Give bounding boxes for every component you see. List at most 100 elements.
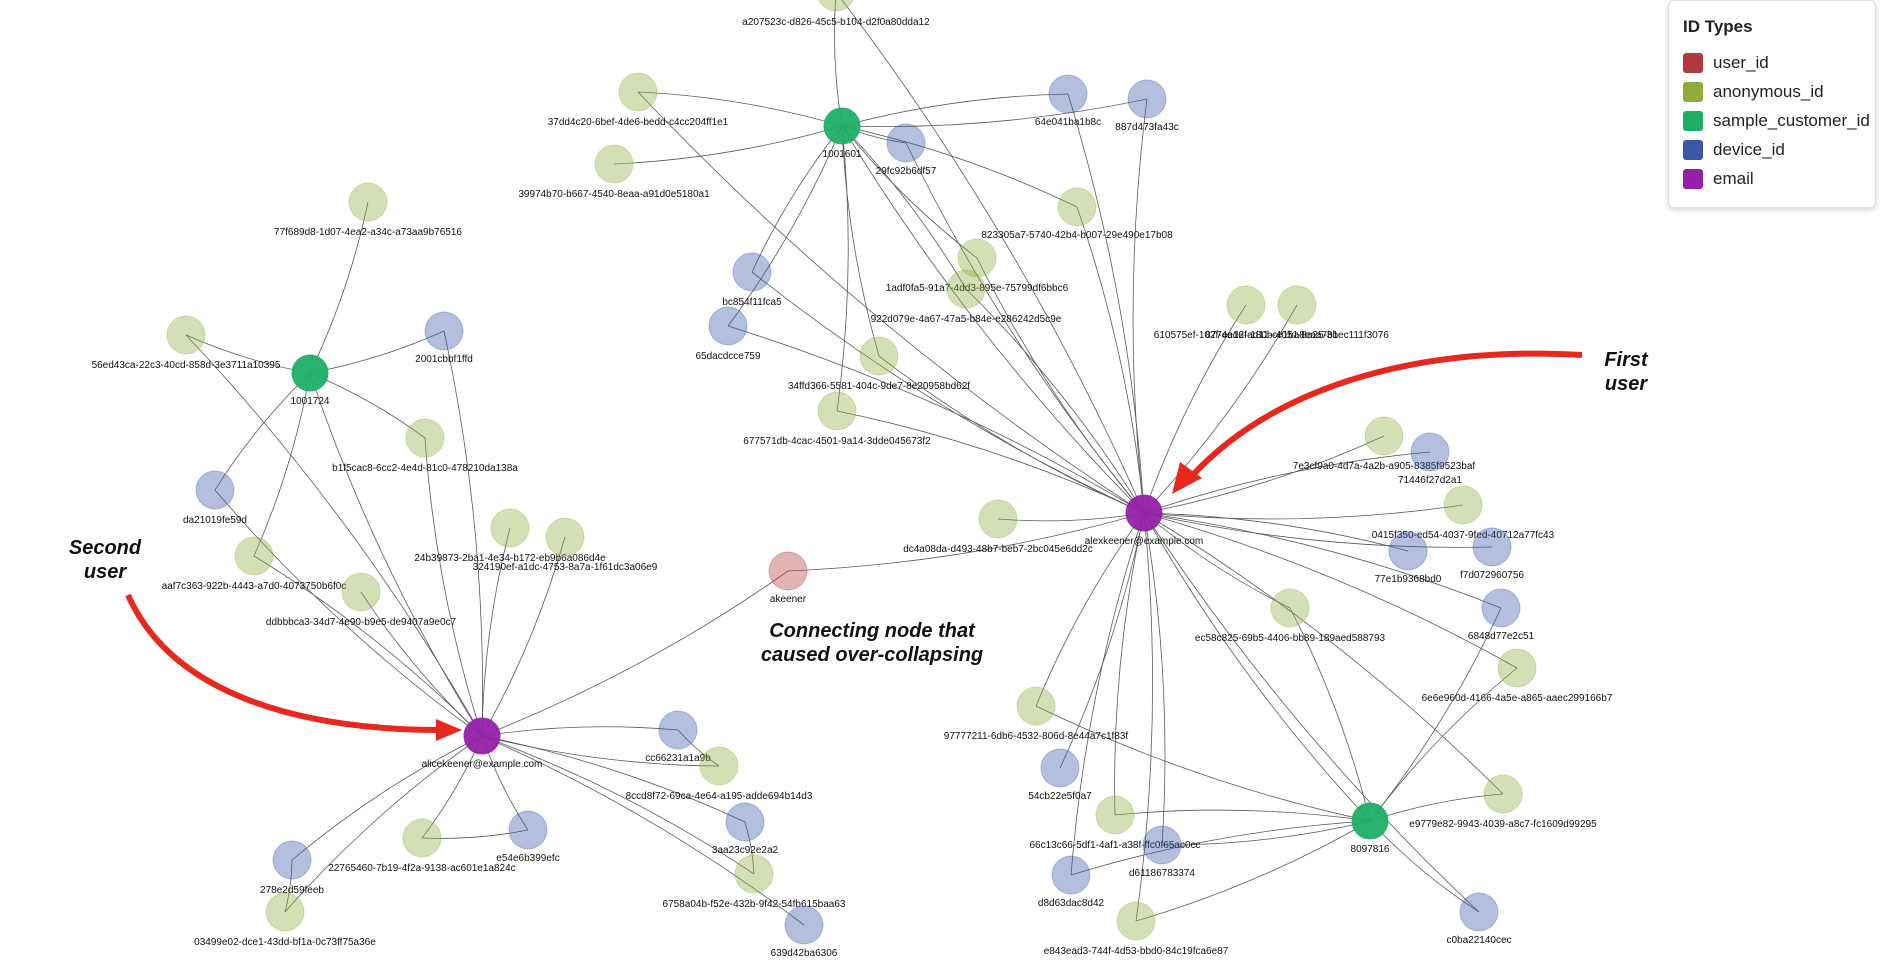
graph-node-anonymous-id[interactable]: 97777211-6db6-4532-806d-8e44a7c1f83f [944, 686, 1129, 742]
node-circle[interactable] [1459, 892, 1499, 932]
graph-node-anonymous-id[interactable]: 877ee12f-180b-4051-8a25-3bec111f3076 [1205, 285, 1389, 341]
graph-node-device-id[interactable]: d61186783374 [1129, 825, 1195, 879]
node-circle[interactable] [1095, 795, 1135, 835]
graph-node-sample-customer-id[interactable]: 1001601 [823, 107, 862, 160]
node-circle[interactable] [1483, 774, 1523, 814]
graph-node-sample-customer-id[interactable]: 1001724 [291, 354, 330, 407]
node-circle[interactable] [618, 72, 658, 112]
node-circle[interactable] [463, 717, 501, 755]
node-circle[interactable] [545, 517, 585, 557]
node-circle[interactable] [784, 905, 824, 945]
node-circle[interactable] [1277, 285, 1317, 325]
graph-node-sample-customer-id[interactable]: 8097816 [1351, 802, 1390, 855]
graph-node-device-id[interactable]: cc66231a1a9b [645, 710, 711, 764]
node-circle[interactable] [732, 252, 772, 292]
node-circle[interactable] [1388, 531, 1428, 571]
node-circle[interactable] [348, 182, 388, 222]
graph-node-device-id[interactable]: bc854f11fca5 [722, 252, 782, 308]
graph-node-device-id[interactable]: 6848d77e2c51 [1468, 588, 1535, 642]
node-circle[interactable] [490, 508, 530, 548]
node-circle[interactable] [402, 818, 442, 858]
node-circle[interactable] [195, 470, 235, 510]
graph-node-device-id[interactable]: 54cb22e5f0a7 [1028, 748, 1092, 802]
node-circle[interactable] [1364, 416, 1404, 456]
graph-node-anonymous-id[interactable]: 324190ef-a1dc-4753-8a7a-1f61dc3a06e9 [473, 517, 658, 573]
graph-node-anonymous-id[interactable]: ec58c825-69b5-4406-bb89-189aed588793 [1195, 588, 1386, 644]
graph-node-anonymous-id[interactable]: 77f689d8-1d07-4ea2-a34c-a73aa9b76516 [274, 182, 462, 238]
graph-node-anonymous-id[interactable]: aaf7c363-922b-4443-a7d0-4073750b6f0c [162, 536, 347, 592]
node-circle[interactable] [1051, 855, 1091, 895]
node-circle[interactable] [658, 710, 698, 750]
graph-node-anonymous-id[interactable]: 677571db-4cac-4501-9a14-3dde045673f2 [743, 391, 931, 447]
node-circle[interactable] [886, 123, 926, 163]
graph-node-email[interactable]: alicekeener@example.com [422, 717, 543, 770]
node-circle[interactable] [1127, 79, 1167, 119]
node-circle[interactable] [817, 391, 857, 431]
node-circle[interactable] [734, 854, 774, 894]
graph-node-device-id[interactable]: d8d63dac8d42 [1038, 855, 1105, 909]
node-circle[interactable] [1040, 748, 1080, 788]
graph-node-anonymous-id[interactable]: 39974b70-b667-4540-8eaa-a91d0e5180a1 [518, 144, 710, 200]
graph-node-anonymous-id[interactable]: ddbbbca3-34d7-4e90-b9e5-de9407a9e0c7 [266, 572, 457, 628]
graph-node-device-id[interactable]: e54e6b399efc [496, 810, 560, 864]
graph-node-device-id[interactable]: 65dacdcce759 [695, 306, 761, 362]
graph-node-device-id[interactable]: 639d42ba6306 [771, 905, 838, 959]
graph-node-anonymous-id[interactable]: 22765460-7b19-4f2a-9138-ac601e1a824c [328, 818, 516, 874]
node-circle[interactable] [1048, 74, 1088, 114]
node-circle[interactable] [1472, 527, 1512, 567]
node-circle[interactable] [1481, 588, 1521, 628]
node-circle[interactable] [946, 269, 986, 309]
graph-node-anonymous-id[interactable]: 56ed43ca-22c3-40cd-858d-3e3711a10395 [92, 315, 281, 371]
graph-node-anonymous-id[interactable]: a207523c-d826-45c5-b104-d2f0a80dda12 [742, 0, 930, 28]
graph-node-anonymous-id[interactable]: dc4a08da-d493-48b7-beb7-2bc045e6dd2c [903, 499, 1093, 555]
graph-node-device-id[interactable]: 278e2d59feeb [260, 840, 324, 896]
graph-node-anonymous-id[interactable]: e9779e82-9943-4039-a8c7-fc1609d99295 [1409, 774, 1597, 830]
node-circle[interactable] [817, 0, 855, 12]
graph-node-device-id[interactable]: 887d473fa43c [1115, 79, 1179, 133]
node-circle[interactable] [823, 107, 861, 145]
node-circle[interactable] [1443, 485, 1483, 525]
graph-node-device-id[interactable]: 2001cbbf1ffd [415, 311, 473, 365]
graph-node-device-id[interactable]: 29fc92b6df57 [876, 123, 937, 177]
graph-node-user-id[interactable]: akeener [768, 551, 808, 605]
graph-node-anonymous-id[interactable]: b1f5cac8-6cc2-4e4d-81c0-478210da138a [332, 418, 518, 474]
node-circle[interactable] [1057, 187, 1097, 227]
node-circle[interactable] [1226, 285, 1266, 325]
node-circle[interactable] [234, 536, 274, 576]
graph-node-device-id[interactable]: da21019fe59d [183, 470, 247, 526]
node-circle[interactable] [508, 810, 548, 850]
graph-node-anonymous-id[interactable]: e843ead3-744f-4d53-bbd0-84c19fca6e87 [1044, 901, 1229, 957]
node-circle[interactable] [725, 802, 765, 842]
node-circle[interactable] [699, 746, 739, 786]
graph-node-anonymous-id[interactable]: 6758a04b-f52e-432b-9f42-54fb615baa63 [663, 854, 846, 910]
node-circle[interactable] [859, 336, 899, 376]
node-circle[interactable] [272, 840, 312, 880]
node-circle[interactable] [265, 892, 305, 932]
node-circle[interactable] [341, 572, 381, 612]
node-circle[interactable] [768, 551, 808, 591]
graph-node-device-id[interactable]: 3aa23c92e2a2 [712, 802, 779, 856]
graph-node-anonymous-id[interactable]: 37dd4c20-6bef-4de6-bedd-c4cc204ff1e1 [548, 72, 729, 128]
graph-node-anonymous-id[interactable]: 03499e02-dce1-43dd-bf1a-0c73ff75a36e [194, 892, 376, 948]
graph-node-device-id[interactable]: f7d072960756 [1460, 527, 1524, 581]
node-circle[interactable] [1410, 432, 1450, 472]
node-circle[interactable] [978, 499, 1018, 539]
node-circle[interactable] [1351, 802, 1389, 840]
graph-node-anonymous-id[interactable]: 1adf0fa5-91a7-4dd3-895e-75799df6bbc6 [886, 238, 1069, 294]
graph-node-device-id[interactable]: c0ba22140cec [1446, 892, 1512, 946]
node-circle[interactable] [957, 238, 997, 278]
node-circle[interactable] [405, 418, 445, 458]
graph-node-anonymous-id[interactable]: 66c13c66-5df1-4af1-a38f-ffc0f65ac0cc [1029, 795, 1201, 851]
node-circle[interactable] [424, 311, 464, 351]
graph-node-device-id[interactable]: 64e041ba1b8c [1035, 74, 1101, 128]
node-circle[interactable] [1270, 588, 1310, 628]
graph-node-email[interactable]: alexkeener@example.com [1085, 494, 1204, 547]
node-circle[interactable] [1497, 648, 1537, 688]
graph-node-anonymous-id[interactable]: 8ccd8f72-69ca-4e64-a195-adde694b14d3 [626, 746, 813, 802]
graph-node-anonymous-id[interactable]: 24b39873-2ba1-4e34-b172-eb9b6a086d4e [414, 508, 606, 564]
node-circle[interactable] [1142, 825, 1182, 865]
graph-node-device-id[interactable]: 71446f27d2a1 [1398, 432, 1462, 486]
node-circle[interactable] [166, 315, 206, 355]
node-circle[interactable] [1125, 494, 1163, 532]
node-circle[interactable] [1116, 901, 1156, 941]
